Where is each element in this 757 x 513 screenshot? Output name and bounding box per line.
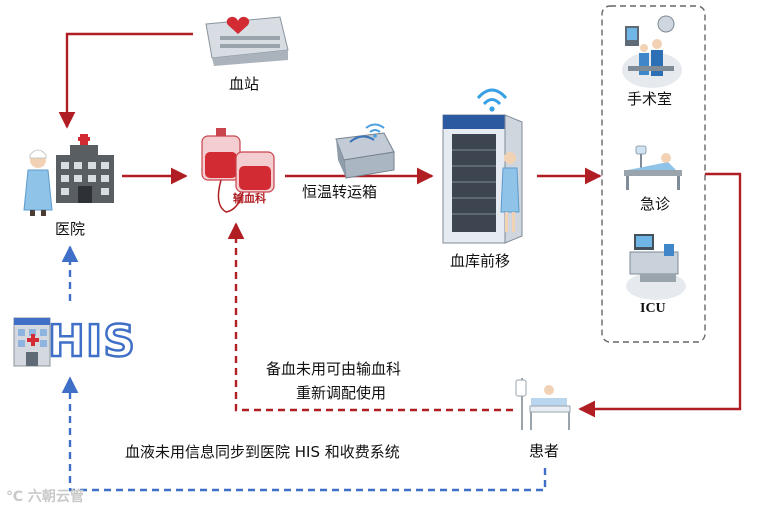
arrow-departments-to-patient <box>578 172 742 418</box>
hospital-label: 医院 <box>55 220 86 238</box>
front-blood-bank-label: 血库前移 <box>450 252 511 270</box>
patient-label: 患者 <box>529 442 560 460</box>
blood-bank-fridge-icon <box>442 88 523 244</box>
watermark-logo-icon: ℃ <box>6 489 23 505</box>
patient-bed-icon <box>515 378 571 430</box>
hospital-nurse-icon <box>23 134 114 216</box>
sync-info-note: 血液未用信息同步到医院 HIS 和收费系统 <box>125 443 400 461</box>
blood-station-label: 血站 <box>229 75 260 93</box>
department-group-box <box>601 5 706 343</box>
operating-room-label: 手术室 <box>627 90 673 108</box>
icu-equipment-icon <box>626 234 686 300</box>
emergency-label: 急诊 <box>640 195 671 213</box>
redeploy-note-line1: 备血未用可由输血科 <box>266 360 402 378</box>
redeploy-note-line2: 重新调配使用 <box>296 384 387 402</box>
his-logo-icon <box>13 317 51 367</box>
arrow-patient-to-transfusion-dashed <box>227 222 513 412</box>
arrow-patient-to-his-dashed <box>61 376 547 492</box>
watermark-text: 六朝云管 <box>27 489 84 505</box>
his-label: HIS <box>47 316 136 367</box>
operating-room-icon <box>622 15 682 88</box>
arrow-station-to-hospital <box>58 32 193 129</box>
icu-label: ICU <box>640 301 666 316</box>
emergency-bed-icon <box>624 145 682 190</box>
blood-bag-icon <box>201 128 275 213</box>
transport-box-icon <box>335 123 395 179</box>
watermark: ℃ 六朝云管 <box>6 486 84 506</box>
blood-station-building-icon <box>205 16 289 66</box>
transfusion-dept-label: 输血科 <box>233 192 266 205</box>
transport-box-label: 恒温转运箱 <box>302 183 378 201</box>
